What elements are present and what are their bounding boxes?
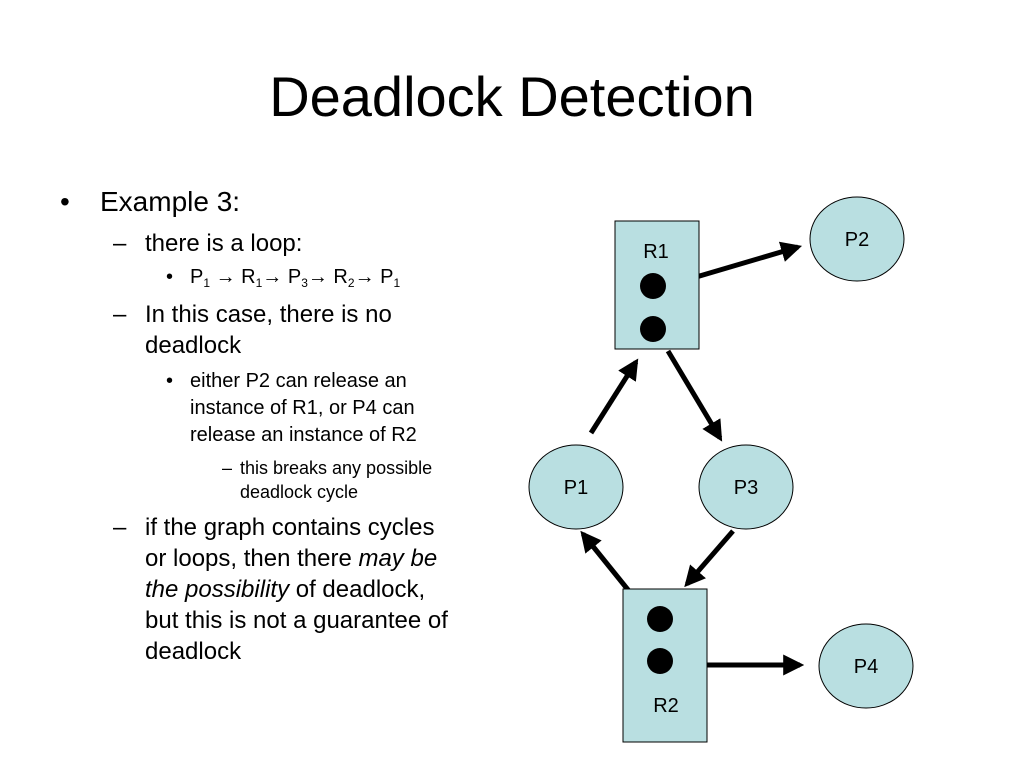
- bullet-marker: –: [113, 514, 127, 541]
- resource-instance-dot: [647, 606, 673, 632]
- bullet-example-3: Example 3:: [100, 186, 241, 217]
- bullet-either-line2: instance of R1, or P4 can: [190, 397, 415, 419]
- loop-path: P1 → R1→ P3→ R2→ P1: [190, 266, 401, 290]
- edge-p3-to-r2: [684, 529, 735, 588]
- process-ellipse: [528, 444, 624, 530]
- resource-label: R1: [643, 241, 669, 263]
- bullet-either-line3: release an instance of R2: [190, 424, 417, 446]
- bullet-marker: •: [60, 186, 70, 217]
- bullet-no-deadlock-line1: In this case, there is no: [145, 301, 392, 328]
- process-label: P3: [734, 477, 758, 499]
- bullet-breaks-line1: this breaks any possible: [240, 458, 433, 478]
- resource-instance-dot: [640, 316, 666, 342]
- bullet-marker: •: [166, 266, 174, 288]
- bullet-marker: –: [113, 301, 127, 328]
- process-ellipse: [809, 196, 905, 282]
- process-node-p2: P2: [809, 196, 905, 282]
- bullet-cycles-line1: if the graph contains cycles: [145, 514, 435, 541]
- bullet-marker: –: [222, 458, 233, 478]
- process-label: P1: [564, 477, 588, 499]
- process-label: P2: [845, 229, 869, 251]
- bullet-no-deadlock-line2: deadlock: [145, 332, 242, 359]
- bullet-loop: there is a loop:: [145, 230, 303, 257]
- bullet-marker: –: [113, 230, 127, 257]
- resource-node-r2: R2: [622, 588, 708, 743]
- bullet-either-line1: either P2 can release an: [190, 370, 407, 392]
- bullet-cycles-line5: deadlock: [145, 638, 242, 665]
- slide-title: Deadlock Detection: [269, 65, 755, 128]
- resource-instance-dot: [647, 648, 673, 674]
- resource-label: R2: [653, 695, 679, 717]
- process-node-p1: P1: [528, 444, 624, 530]
- bullet-cycles-line3: the possibility of deadlock,: [145, 576, 426, 603]
- edge-r1-to-p2: [685, 241, 803, 283]
- edge-r1-to-p3: [665, 349, 723, 442]
- process-ellipse: [698, 444, 794, 530]
- process-node-p3: P3: [698, 444, 794, 530]
- resource-node-r1: R1: [614, 220, 700, 350]
- resource-instance-dot: [640, 273, 666, 299]
- bullet-breaks-line2: deadlock cycle: [240, 482, 359, 502]
- process-label: P4: [854, 656, 878, 678]
- process-node-p4: P4: [818, 623, 914, 709]
- process-ellipse: [818, 623, 914, 709]
- edge-r2-to-p1: [580, 530, 635, 598]
- edge-p1-to-r1: [588, 358, 639, 435]
- bullet-cycles-line2: or loops, then there may be: [145, 545, 438, 572]
- bullet-marker: •: [166, 370, 174, 392]
- bullet-cycles-line4: but this is not a guarantee of: [145, 607, 448, 634]
